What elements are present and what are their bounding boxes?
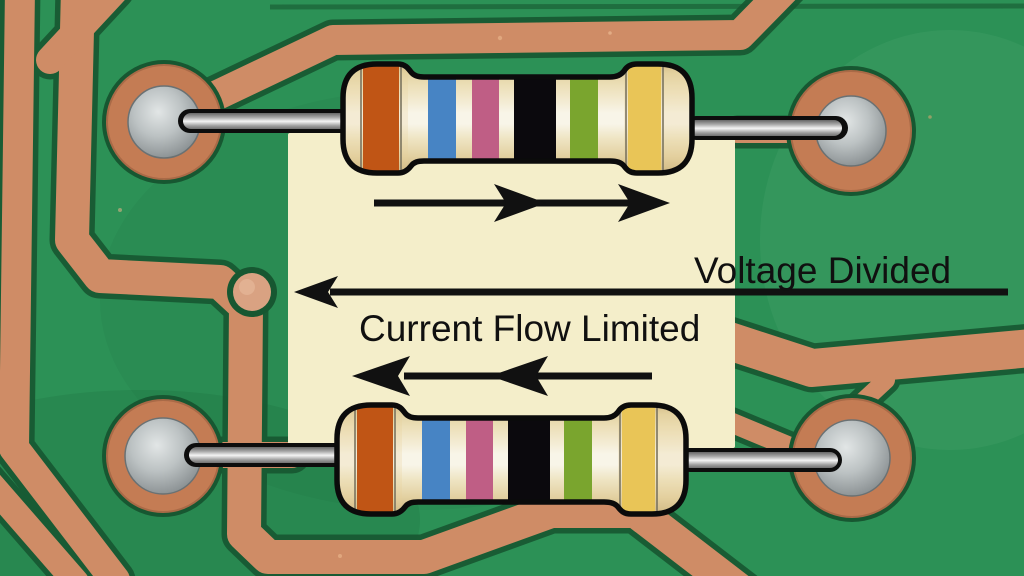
band-black (508, 405, 550, 514)
copper-trace-right (707, 321, 1024, 387)
lead-bottom-left (184, 443, 356, 467)
band-yellow (622, 405, 655, 514)
band-yellow (628, 64, 661, 173)
resistor-bands (357, 405, 655, 514)
copper-trace-top (150, 0, 796, 135)
resistor-outline (334, 402, 689, 517)
copper-trace-bottom-left-diagonal (0, 474, 88, 576)
lead-top-right (684, 116, 848, 140)
current-flow-limited-label: Current Flow Limited (359, 308, 701, 349)
lead-top-left (178, 109, 356, 133)
band-orange (363, 64, 399, 173)
copper-trace-top-left-corner (36, 0, 125, 74)
band-orange (357, 405, 393, 514)
arrow-heads (294, 184, 670, 396)
lead-wires (178, 109, 848, 472)
copper-trace-left-strip-route (55, 0, 749, 576)
band-green (564, 405, 592, 514)
lead-bottom-right (678, 448, 842, 472)
band-blue (428, 64, 456, 173)
cap-junction-lines (360, 64, 664, 173)
arrowhead-left-mid-icon (490, 356, 548, 396)
band-green (570, 64, 598, 173)
cap-junction-lines (354, 405, 658, 514)
resistor-bands (363, 64, 661, 173)
band-black (514, 64, 556, 173)
band-blue (422, 405, 450, 514)
pad-top-left (102, 60, 226, 184)
arrowhead-left-end-icon (352, 356, 410, 396)
pad-bottom-left (102, 395, 224, 517)
resistor-outline (340, 61, 695, 176)
arrowhead-left-voltage-icon (294, 276, 338, 308)
band-pink (472, 64, 499, 173)
through-hole-pads (102, 60, 916, 522)
copper-trace-left-strip-outer (0, 0, 130, 576)
pad-bottom-right (788, 394, 916, 522)
resistor-bottom (334, 402, 689, 517)
voltage-divided-label: Voltage Divided (694, 250, 952, 291)
annotation-arrows (294, 184, 1008, 396)
pad-top-right (786, 66, 916, 196)
pad-junction-small (227, 267, 277, 317)
band-pink (466, 405, 493, 514)
arrowhead-right-mid-icon (494, 184, 546, 222)
arrowhead-right-end-icon (618, 184, 670, 222)
resistor-top (340, 61, 695, 176)
board-edge-groove (269, 3, 1024, 10)
